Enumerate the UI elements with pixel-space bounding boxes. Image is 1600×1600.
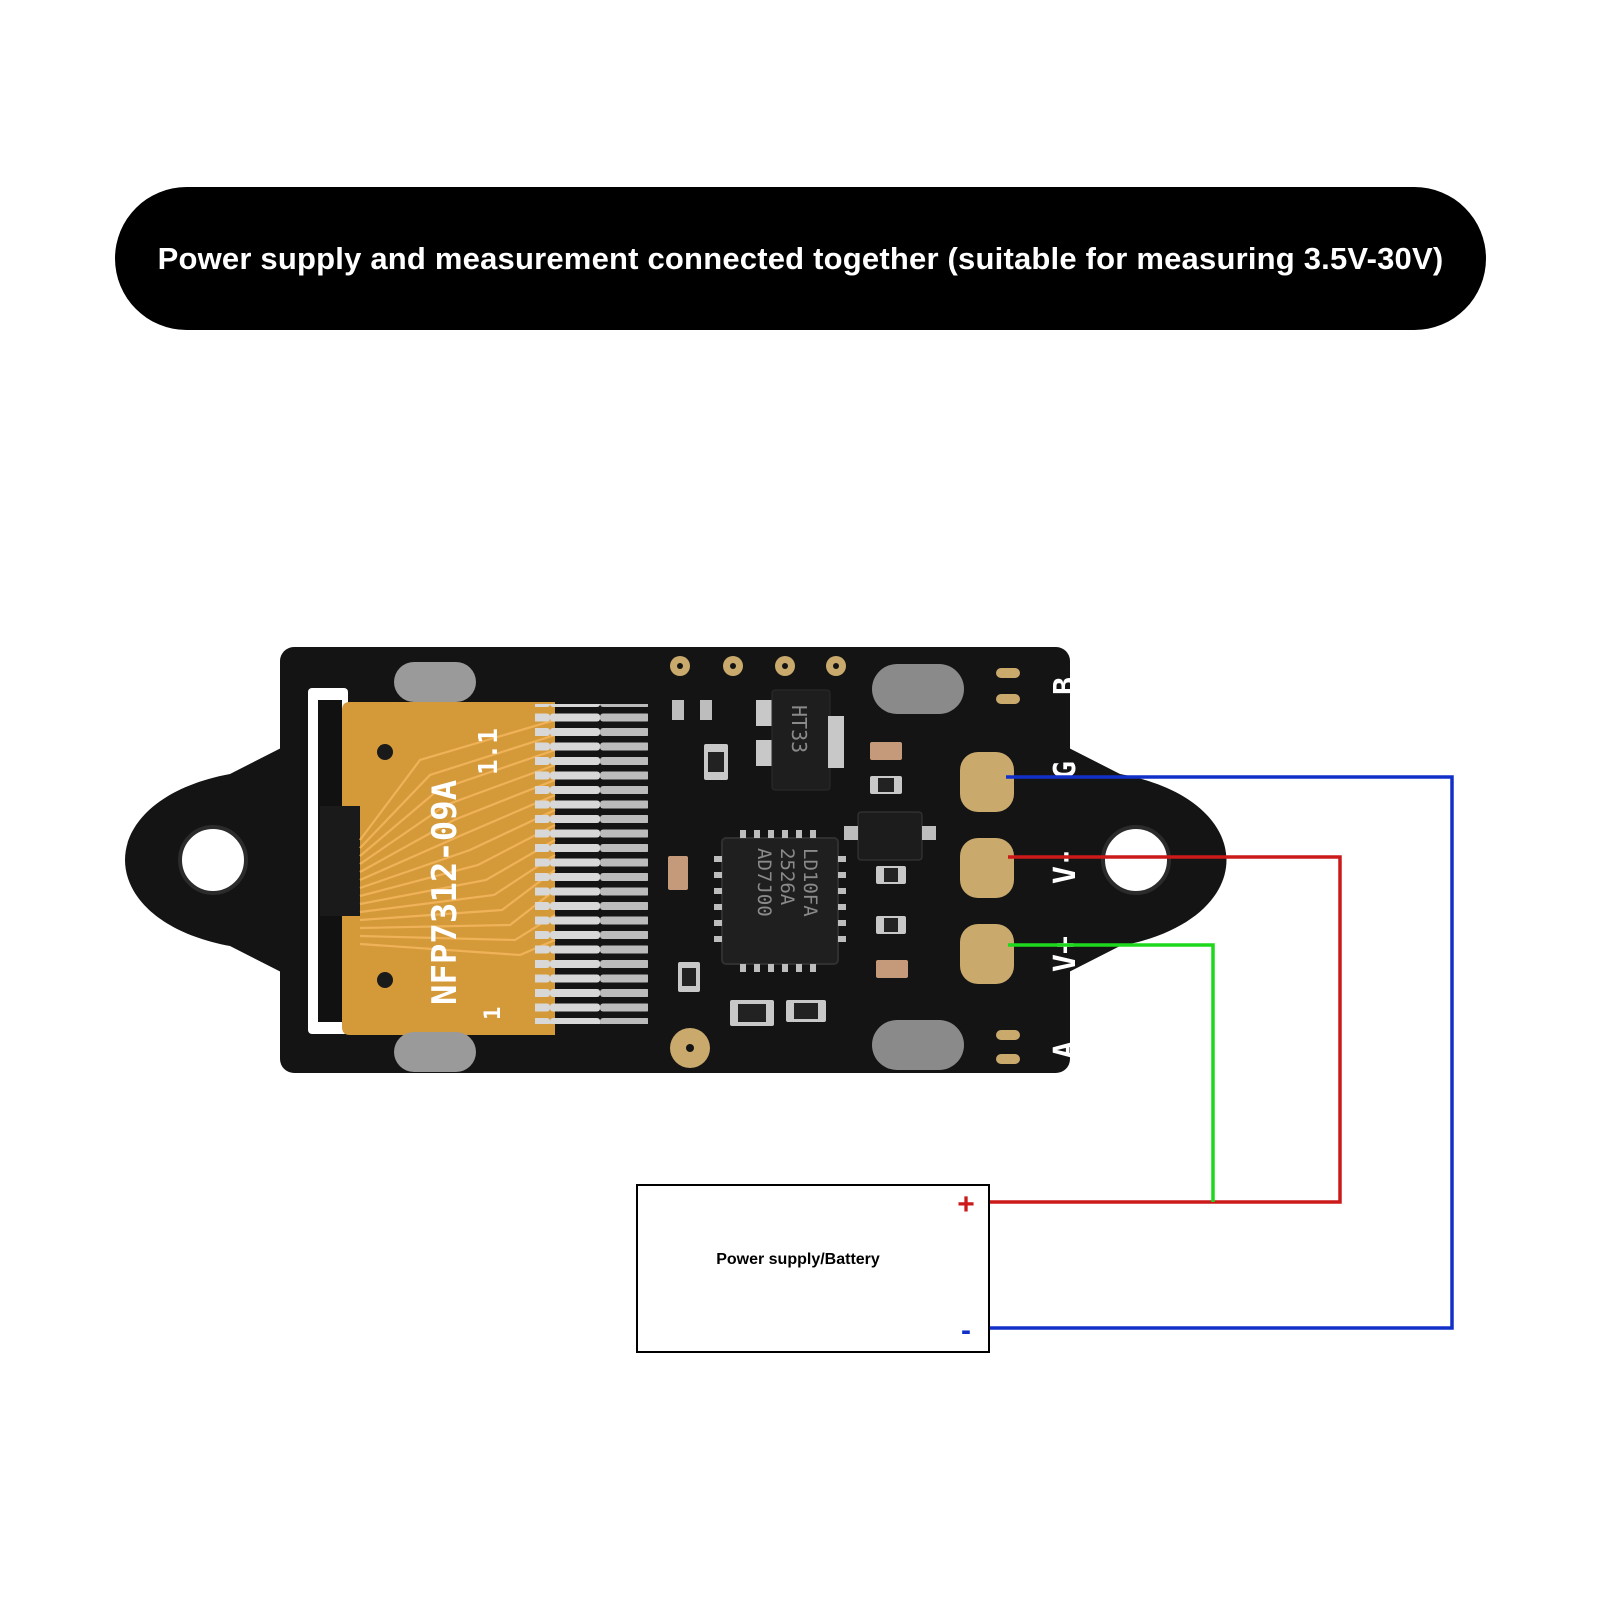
power-supply: Power supply/Battery + -: [636, 1184, 990, 1353]
power-supply-box: [636, 1184, 990, 1353]
pin-label-v-plus: V+: [1048, 936, 1083, 972]
pin-label-v-minus: V-: [1048, 848, 1083, 884]
solder-blob-bottom-right: [872, 1020, 964, 1070]
pin-one-marker: 1: [481, 1007, 506, 1020]
left-mount-hole: [178, 825, 248, 895]
positive-terminal: +: [957, 1188, 975, 1221]
pad-v-minus: [960, 838, 1014, 898]
wire-v-plus-green: [1008, 943, 1215, 1202]
right-mount-hole: [1101, 825, 1171, 895]
solder-blob-top-left: [394, 662, 476, 702]
ic-marking-line-2: 2526A: [776, 848, 798, 906]
passive-components: [668, 700, 936, 1068]
banner-title: Power supply and measurement connected t…: [157, 240, 1444, 276]
voltage-regulator: HT33: [756, 689, 844, 791]
pad-v-plus: [960, 924, 1014, 984]
pcb-module: NFP7312-09A 1.1 1 HT33: [125, 647, 1227, 1073]
title-banner: Power supply and measurement connected t…: [115, 187, 1486, 330]
power-supply-label: Power supply/Battery: [716, 1251, 880, 1268]
ic-marking-line-1: LD10FA: [799, 848, 821, 917]
ribbon-marking: NFP7312-09A: [425, 780, 465, 1005]
wire-v-minus-red: [990, 855, 1342, 1204]
negative-terminal: -: [961, 1314, 971, 1347]
solder-blob-bottom-left: [394, 1032, 476, 1072]
ribbon-version: 1.1: [474, 728, 504, 775]
pin-label-g: G: [1048, 761, 1083, 779]
side-pads: [996, 668, 1020, 1064]
solder-blob-top-right: [872, 664, 964, 714]
pad-g: [960, 752, 1014, 812]
regulator-marking: HT33: [787, 705, 811, 753]
main-ic: LD10FA 2526A AD7J00: [714, 830, 846, 972]
wire-ground-blue: [990, 775, 1454, 1330]
pin-label-a: A: [1048, 1041, 1083, 1059]
ic-marking-line-3: AD7J00: [753, 848, 775, 917]
header-vias: [670, 656, 846, 676]
pin-label-b: B: [1048, 677, 1083, 695]
flex-contacts: [535, 704, 600, 1024]
